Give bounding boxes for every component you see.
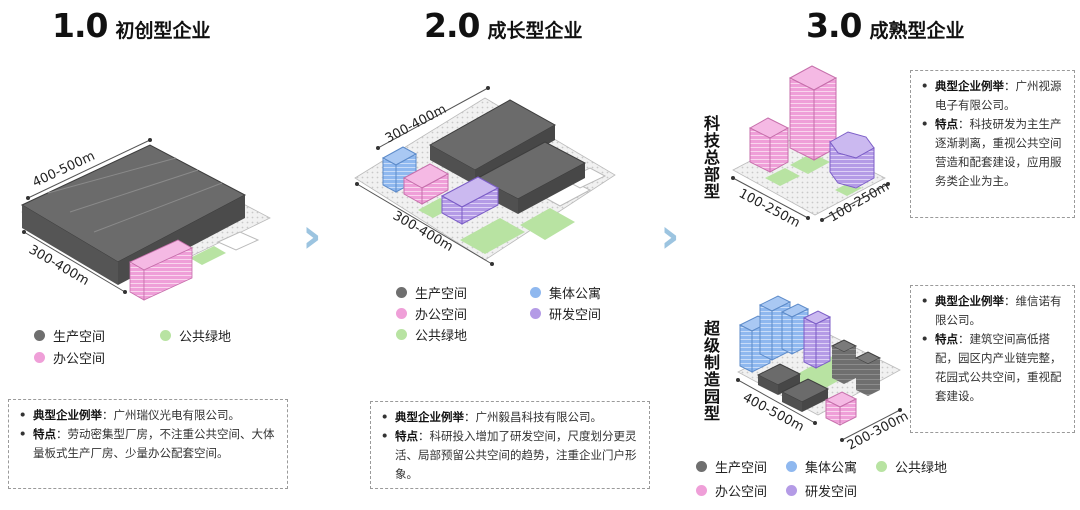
legend-label: 生产空间: [415, 287, 468, 302]
legend-office: 办公空间: [34, 348, 105, 367]
feature-text: ：科研投入增加了研发空间，尺度划分更灵活、局部预留公共空间的趋势，注重企业门户形…: [395, 429, 637, 481]
example-text: ：广州瑞仪光电有限公司。: [102, 408, 240, 422]
feature-row: • 特点：科技研发为主生产逐渐剥离，重视公共空间营造和配套建设，应用服务类企业为…: [921, 117, 1062, 188]
stage-title-2: 2.0 成长型企业: [424, 6, 582, 45]
feature-row: • 特点：劳动密集型厂房，不注重公共空间、大体量板式生产厂房、少量办公配套空间。: [19, 427, 275, 460]
legend-label: 公共绿地: [415, 329, 468, 344]
legend-production: 生产空间: [34, 326, 105, 345]
stage3-hq-info-box: • 典型企业例举：广州视源电子有限公司。 • 特点：科技研发为主生产逐渐剥离，重…: [910, 70, 1075, 218]
example-label: 典型企业例举: [935, 79, 1004, 93]
stage3-park-dimension-lines: [736, 378, 902, 442]
stage3-hq-site: [732, 65, 886, 216]
stage2-dimension-lines: [355, 86, 494, 266]
example-text: ：广州毅昌科技有限公司。: [464, 410, 602, 424]
legend-label: 公共绿地: [179, 330, 232, 345]
stage2-info-box: • 典型企业例举：广州毅昌科技有限公司。 • 特点：科研投入增加了研发空间，尺度…: [370, 401, 650, 489]
example-label: 典型企业例举: [395, 410, 464, 424]
legend-apartment: 集体公寓: [530, 283, 601, 302]
legend-apartment: 集体公寓: [786, 457, 857, 476]
production-swatch: [696, 461, 707, 472]
feature-label: 特点: [395, 429, 418, 443]
stage1-info-box: • 典型企业例举：广州瑞仪光电有限公司。 • 特点：劳动密集型厂房，不注重公共空…: [8, 399, 288, 489]
stage-name: 成长型企业: [487, 20, 583, 42]
legend-label: 研发空间: [805, 485, 858, 500]
legend-office: 办公空间: [396, 304, 467, 323]
legend-label: 办公空间: [715, 485, 768, 500]
stage2-site: [354, 97, 616, 261]
feature-text: ：劳动密集型厂房，不注重公共空间、大体量板式生产厂房、少量办公配套空间。: [33, 427, 275, 460]
legend-label: 公共绿地: [895, 461, 948, 476]
legend-label: 办公空间: [415, 308, 468, 323]
legend-rnd: 研发空间: [786, 481, 857, 500]
stage-name: 初创型企业: [115, 20, 211, 42]
apartment-swatch: [530, 287, 541, 298]
stage1-site: [20, 144, 271, 301]
park-type-label: 超级制造园型: [701, 320, 720, 422]
legend-label: 研发空间: [549, 308, 602, 323]
rnd-swatch: [786, 485, 797, 496]
stage-title-3: 3.0 成熟型企业: [806, 6, 964, 45]
green-swatch: [876, 461, 887, 472]
stage-name: 成熟型企业: [869, 20, 965, 42]
feature-label: 特点: [33, 427, 56, 441]
example-row: • 典型企业例举：维信诺有限公司。: [921, 294, 1062, 327]
chevron-right-icon: ›: [302, 208, 322, 264]
feature-row: • 特点：科研投入增加了研发空间，尺度划分更灵活、局部预留公共空间的趋势，注重企…: [381, 429, 637, 481]
legend-green: 公共绿地: [160, 326, 231, 345]
hq-type-label: 科技总部型: [701, 115, 720, 200]
legend-green: 公共绿地: [876, 457, 947, 476]
feature-label: 特点: [935, 332, 958, 346]
stage-number: 1.0: [52, 6, 108, 45]
example-label: 典型企业例举: [33, 408, 102, 422]
legend-production: 生产空间: [696, 457, 767, 476]
stage-title-1: 1.0 初创型企业: [52, 6, 210, 45]
legend-label: 集体公寓: [805, 461, 858, 476]
example-row: • 典型企业例举：广州毅昌科技有限公司。: [381, 410, 602, 424]
stage3-park-site: [737, 295, 901, 426]
chevron-right-icon: ›: [660, 208, 680, 264]
green-swatch: [396, 329, 407, 340]
rnd-swatch: [530, 308, 541, 319]
green-swatch: [160, 330, 171, 341]
legend-label: 生产空间: [715, 461, 768, 476]
legend-label: 集体公寓: [549, 287, 602, 302]
example-label: 典型企业例举: [935, 294, 1004, 308]
feature-text: ：科技研发为主生产逐渐剥离，重视公共空间营造和配套建设，应用服务类企业为主。: [935, 117, 1062, 188]
apartment-swatch: [786, 461, 797, 472]
legend-production: 生产空间: [396, 283, 467, 302]
example-text: ：广州视源电子有限公司。: [935, 79, 1062, 112]
feature-text: ：建筑空间高低搭配，园区内产业链完整，花园式公共空间，重视配套建设。: [935, 332, 1062, 403]
production-swatch: [34, 330, 45, 341]
legend-label: 办公空间: [53, 352, 106, 367]
legend-office: 办公空间: [696, 481, 767, 500]
legend-rnd: 研发空间: [530, 304, 601, 323]
stage1-dimension-lines: [22, 138, 152, 294]
example-row: • 典型企业例举：广州视源电子有限公司。: [921, 79, 1062, 112]
office-swatch: [396, 308, 407, 319]
stage-number: 3.0: [806, 6, 862, 45]
example-text: ：维信诺有限公司。: [935, 294, 1062, 327]
production-swatch: [396, 287, 407, 298]
stage-number: 2.0: [424, 6, 480, 45]
feature-row: • 特点：建筑空间高低搭配，园区内产业链完整，花园式公共空间，重视配套建设。: [921, 332, 1062, 403]
feature-label: 特点: [935, 117, 958, 131]
legend-green: 公共绿地: [396, 325, 467, 344]
legend-label: 生产空间: [53, 330, 106, 345]
stage3-hq-dimension-lines: [731, 176, 890, 222]
office-swatch: [696, 485, 707, 496]
stage3-park-info-box: • 典型企业例举：维信诺有限公司。 • 特点：建筑空间高低搭配，园区内产业链完整…: [910, 285, 1075, 433]
office-swatch: [34, 352, 45, 363]
example-row: • 典型企业例举：广州瑞仪光电有限公司。: [19, 408, 240, 422]
